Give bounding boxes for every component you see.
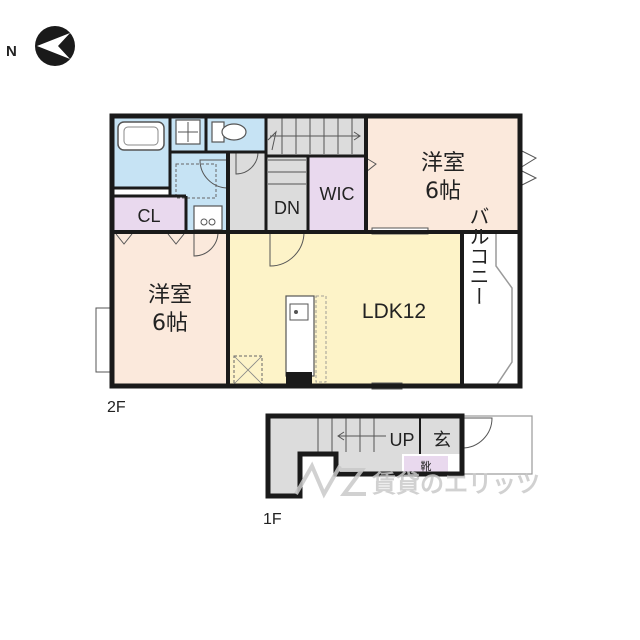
bedroom-east-name: 洋室 <box>421 151 465 176</box>
ldk-name: LDK12 <box>362 300 426 323</box>
ldk-area <box>228 232 462 386</box>
entrance-label: 玄 <box>433 430 451 451</box>
bedroom-east-area <box>366 116 520 232</box>
stair-treads-lower <box>268 159 306 185</box>
closet-name: CL <box>137 206 160 226</box>
shoe-box-label: 靴 <box>421 459 432 473</box>
floor2-labels: 洋室 6帖 洋室 6帖 LDK12 WIC CL DN バルコニー 2F <box>107 151 490 416</box>
floor1-hall-area <box>268 416 462 496</box>
closet-area <box>112 196 186 232</box>
watermark-text: 賃貸のエリッツ <box>371 470 540 498</box>
entrance-door <box>461 417 493 449</box>
wic-name: WIC <box>320 184 355 204</box>
wic-area <box>308 156 366 232</box>
floor1-label: 1F <box>263 511 282 528</box>
bedroom-west-name: 洋室 <box>148 283 192 308</box>
floor2-outer-wall <box>109 113 523 389</box>
shoe-box-area <box>404 456 448 474</box>
floor2-walls <box>109 113 523 389</box>
bedroom-west-size: 6帖 <box>152 311 188 336</box>
bedroom-east-door <box>519 149 538 187</box>
floor1-wall <box>265 413 465 499</box>
bedroom-west-area <box>112 232 228 386</box>
compass-label: N <box>6 43 17 60</box>
watermark-logo-icon <box>294 461 366 499</box>
floor2-label: 2F <box>107 399 126 416</box>
porch-area <box>461 415 533 475</box>
door-swings <box>193 151 305 267</box>
bathtub-icon <box>117 121 165 151</box>
floor2-fixtures <box>95 118 538 390</box>
north-arrow-icon <box>35 26 75 66</box>
stairs-up-label: UP <box>389 430 414 450</box>
shower-icon <box>175 119 201 145</box>
balcony-name: バルコニー <box>466 206 490 306</box>
counter-dashed <box>315 295 327 383</box>
hall-area <box>228 152 308 232</box>
bedroom-east-size: 6帖 <box>425 179 461 204</box>
stair-arrow-icon <box>270 131 361 141</box>
watermark: 賃貸のエリッツ <box>294 461 540 499</box>
laundry-space <box>175 163 217 199</box>
kitchen-counter <box>285 295 315 384</box>
toilet-icon <box>211 121 247 143</box>
closet-door <box>115 233 185 245</box>
stair-treads-1f <box>317 418 386 452</box>
wic-door <box>365 157 377 173</box>
floor1: UP 玄 靴 1F <box>263 413 533 528</box>
compass: N <box>6 26 75 66</box>
washbasin-icon <box>193 205 223 231</box>
floor2-fills <box>112 116 520 387</box>
stairs-down-label: DN <box>274 198 300 218</box>
